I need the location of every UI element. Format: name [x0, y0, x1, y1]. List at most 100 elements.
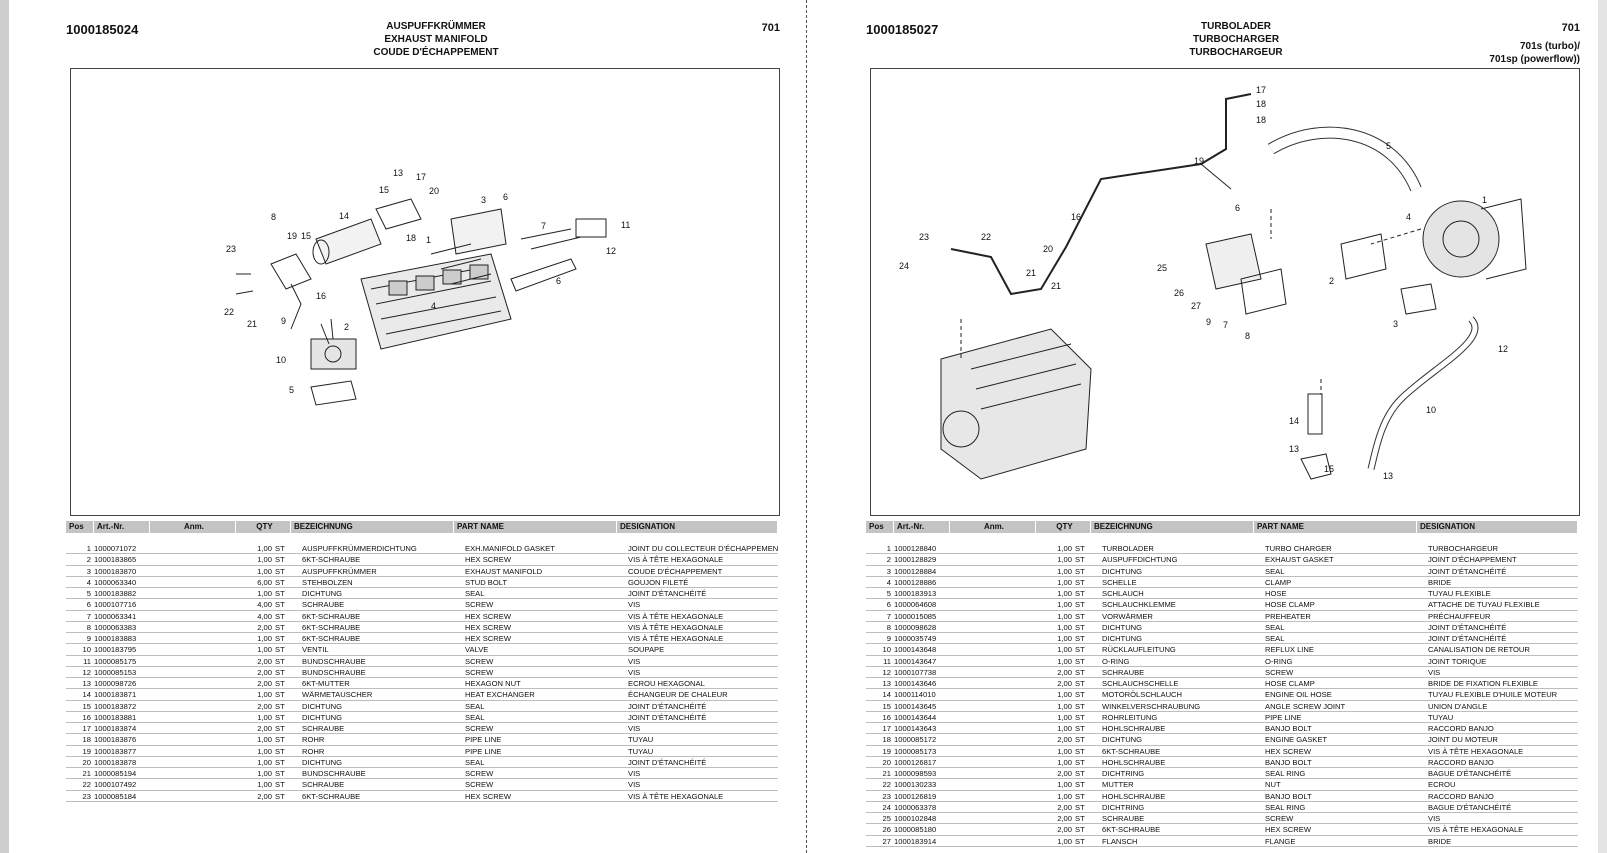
viewer-edge-right: [1598, 0, 1607, 853]
cell-bezeichnung: 6KT-SCHRAUBE: [302, 791, 361, 801]
cell-designation: VIS À TÊTE HEXAGONALE: [1428, 825, 1524, 835]
cell-part-name: HOSE: [1265, 589, 1287, 598]
page-turbocharger: 1000185027 TURBOLADER TURBOCHARGER TURBO…: [866, 0, 1580, 853]
callout: 18: [1256, 115, 1266, 125]
model-info: 701 701s (turbo)/ 701sp (powerflow)): [1489, 22, 1580, 66]
callout: 14: [1289, 416, 1299, 426]
cell-designation: CANALISATION DE RETOUR: [1428, 645, 1530, 655]
cell-designation: TUYAU: [1428, 712, 1454, 722]
cell-pos: 10: [82, 645, 91, 655]
callout: 9: [1206, 317, 1211, 327]
cell-unit: ST: [275, 769, 285, 778]
cell-qty: 6,00: [257, 577, 272, 587]
page-exhaust-manifold: 1000185024 AUSPUFFKRÜMMER EXHAUST MANIFO…: [66, 0, 780, 853]
cell-designation: BAGUE D'ÉTANCHÉITÉ: [1428, 769, 1512, 778]
cell-pos: 14: [82, 690, 91, 700]
cell-bezeichnung: DICHTUNG: [1102, 622, 1143, 632]
cell-bezeichnung: BUNDSCHRAUBE: [302, 656, 366, 666]
cell-qty: 1,00: [1057, 634, 1072, 643]
cell-bezeichnung: AUSPUFFKRÜMMERDICHTUNG: [302, 544, 417, 553]
cell-art-nr: 1000035749: [894, 634, 937, 643]
cell-qty: 1,00: [1057, 791, 1072, 801]
callout: 13: [1383, 471, 1393, 481]
header-part-name: PART NAME: [1254, 521, 1417, 533]
cell-art-nr: 1000085172: [894, 735, 937, 745]
table-header: Pos Art.-Nr. Anm. QTY BEZEICHNUNG PART N…: [866, 521, 1578, 533]
group-part-number: 1000185024: [66, 22, 139, 37]
model-info: 701: [762, 22, 780, 40]
cell-bezeichnung: 6KT-SCHRAUBE: [302, 634, 361, 643]
cell-designation: RACCORD BANJO: [1428, 757, 1494, 767]
header-art-nr: Art.-Nr.: [94, 521, 150, 533]
cell-part-name: ENGINE GASKET: [1265, 735, 1328, 745]
cell-pos: 20: [82, 757, 91, 767]
cell-qty: 2,00: [257, 622, 272, 632]
cell-unit: ST: [1075, 600, 1085, 610]
cell-bezeichnung: 6KT-SCHRAUBE: [302, 555, 361, 565]
preheater-7: [1205, 233, 1262, 290]
cell-bezeichnung: ROHR: [302, 746, 325, 756]
cell-part-name: HOSE CLAMP: [1265, 600, 1315, 610]
cell-part-name: SEAL: [1265, 566, 1285, 576]
cell-unit: ST: [275, 611, 285, 621]
cell-bezeichnung: DICHTUNG: [302, 589, 343, 598]
cell-bezeichnung: DICHTRING: [1102, 802, 1145, 812]
cell-bezeichnung: SCHRAUBE: [1102, 667, 1145, 677]
cell-bezeichnung: ROHRLEITUNG: [1102, 712, 1158, 722]
cell-qty: 1,00: [257, 544, 272, 553]
header-pos: Pos: [866, 521, 894, 533]
cell-designation: BRIDE: [1428, 836, 1452, 846]
cell-part-name: PIPE LINE: [1265, 712, 1302, 722]
hose-5: [1268, 127, 1421, 192]
cell-bezeichnung: MUTTER: [1102, 780, 1134, 790]
parts-table-right: Pos Art.-Nr. Anm. QTY BEZEICHNUNG PART N…: [866, 521, 1578, 847]
cell-qty: 1,00: [1057, 544, 1072, 553]
cell-unit: ST: [275, 724, 285, 733]
cell-part-name: CLAMP: [1265, 577, 1292, 587]
cell-bezeichnung: ROHR: [302, 735, 325, 745]
callout: 2: [344, 322, 349, 332]
cell-unit: ST: [275, 667, 285, 677]
cell-qty: 1,00: [257, 589, 272, 598]
cell-bezeichnung: 6KT-SCHRAUBE: [1102, 746, 1161, 756]
title-english: EXHAUST MANIFOLD: [384, 34, 488, 45]
cell-art-nr: 1000183872: [94, 701, 137, 711]
cell-art-nr: 1000143647: [894, 656, 937, 666]
callout: 19: [287, 231, 297, 241]
cell-designation: BAGUE D'ÉTANCHÉITÉ: [1428, 802, 1512, 812]
reflux-line-outline: [1367, 316, 1479, 470]
cell-qty: 1,00: [1057, 701, 1072, 711]
cell-part-name: HEX SCREW: [1265, 746, 1311, 756]
cell-designation: TURBOCHARGEUR: [1428, 544, 1499, 553]
pipe-line-16: [950, 93, 1252, 296]
cell-art-nr: 1000128884: [894, 566, 937, 576]
cell-designation: ATTACHE DE TUYAU FLEXIBLE: [1428, 600, 1540, 610]
callout: 27: [1191, 301, 1201, 311]
callout: 23: [226, 244, 236, 254]
cell-bezeichnung: SCHRAUBE: [302, 600, 345, 610]
cell-part-name: REFLUX LINE: [1265, 645, 1314, 655]
cell-bezeichnung: HOHLSCHRAUBE: [1102, 791, 1166, 801]
cell-pos: 6: [86, 600, 91, 610]
cell-qty: 2,00: [257, 791, 272, 801]
cell-art-nr: 1000098628: [894, 622, 937, 632]
cell-part-name: SEAL: [465, 589, 485, 598]
cell-unit: ST: [1075, 555, 1085, 565]
cell-part-name: ANGLE SCREW JOINT: [1265, 701, 1346, 711]
cell-qty: 1,00: [1057, 746, 1072, 756]
callout-labels: 17 18 18 19 6 5 16 4 1 23 22 24 20 21 21…: [899, 85, 1508, 481]
callout: 10: [1426, 405, 1436, 415]
callout: 15: [301, 231, 311, 241]
callout: 19: [1194, 156, 1204, 166]
